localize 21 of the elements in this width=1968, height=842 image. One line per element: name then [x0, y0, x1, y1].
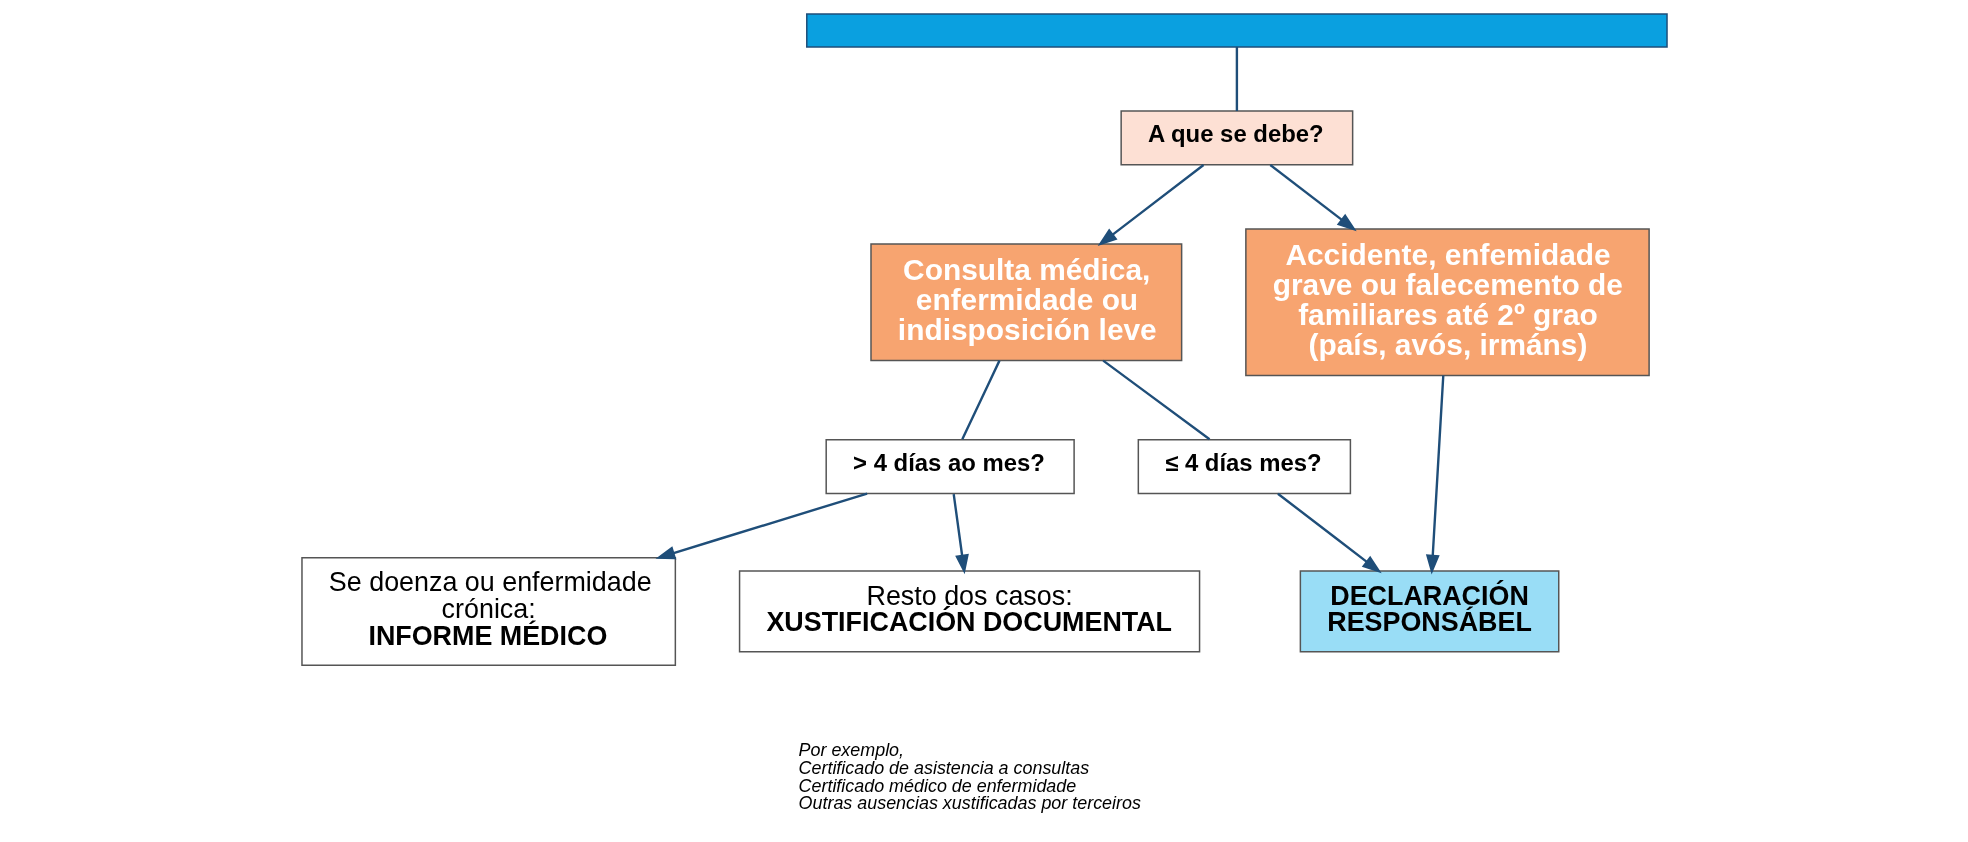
node-box: Se doenza ou enfermidade crónica: INFORME MÉDICO	[300, 556, 676, 666]
arrow	[1425, 375, 1444, 575]
node-box: A que se debe?	[1119, 110, 1353, 166]
node-label: Certificado médico de enfermidade	[798, 775, 1076, 796]
arrow	[1097, 164, 1204, 247]
arrow	[655, 492, 867, 560]
node-box: DECLARACIÓN RESPONSÁBEL	[1299, 570, 1559, 653]
node-box: Accidente, enfemidade grave ou falecemento de familiares até 2º grao (país, avós, irmáns)	[1244, 228, 1650, 377]
node-box: Consulta médica, enfermidade ou indisposición leve	[869, 243, 1182, 362]
arrow	[1269, 164, 1357, 232]
node-label: Outras ausencias xustificadas por terceiros	[798, 793, 1141, 814]
node-box: > 4 días ao mes?	[824, 438, 1075, 495]
connector	[1235, 46, 1238, 112]
node-box: Resto dos casos: XUSTIFICACIÓN DOCUMENTAL	[738, 570, 1200, 653]
node-box	[805, 13, 1668, 48]
connector	[1101, 359, 1210, 441]
node-box: ≤ 4 días mes?	[1137, 438, 1351, 495]
node-label: Por exemplo,	[798, 739, 904, 760]
arrow	[952, 493, 969, 575]
connector	[960, 360, 1001, 440]
arrow	[1276, 492, 1382, 574]
